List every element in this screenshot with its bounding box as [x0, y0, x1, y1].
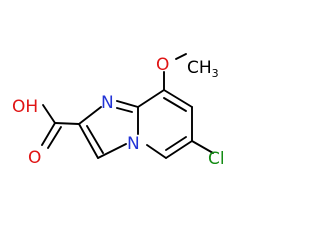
methyl-subscript: 3 — [212, 67, 219, 80]
hydroxyl-label: OH — [12, 97, 38, 117]
hydroxyl-oxygen-label: O — [12, 97, 25, 117]
chlorine-label: Cl — [208, 149, 225, 169]
bond-carboxyl-carbonyl-a — [41, 122, 56, 146]
bridgehead-nitrogen-label: N — [127, 134, 140, 154]
bond-carboxyl-hydroxyl — [42, 104, 56, 124]
bond-c6-c5-inner — [165, 136, 187, 151]
methyl-label: CH3 — [187, 58, 219, 80]
bond-c2-c3 — [78, 123, 99, 159]
atom-labels: OH O N N O CH3 Cl — [12, 55, 225, 169]
bond-carboxyl-carbonyl-b — [47, 126, 62, 149]
methoxy-oxygen-label: O — [156, 55, 169, 75]
bond-c8a-c8 — [137, 89, 165, 108]
bond-c2-c3-inner — [86, 125, 104, 154]
hydroxyl-hydrogen-label: H — [25, 97, 38, 117]
bond-c8a-n1 — [116, 100, 139, 108]
imidazole-nitrogen-label: N — [101, 93, 114, 113]
bond-c5-n4 — [146, 144, 167, 159]
bond-c3-n4 — [97, 143, 127, 159]
chlorine-l-letter: l — [220, 149, 225, 169]
bond-c8-c7-inner — [163, 97, 187, 112]
bond-c6-chlorine — [191, 140, 214, 154]
bond-c8a-n1-inner — [116, 107, 133, 113]
molecule-structure: OH O N N O CH3 Cl — [12, 53, 225, 169]
methyl-hydrogen-label: H — [199, 58, 212, 78]
bond-lines — [41, 53, 214, 159]
bond-c6-c5 — [165, 140, 193, 159]
carbonyl-oxygen-label: O — [28, 148, 41, 168]
chlorine-c-letter: C — [208, 149, 220, 169]
bond-c2-carboxyl — [54, 122, 80, 125]
bond-c8-c7 — [163, 89, 193, 108]
bond-methoxy-oxygen-methyl — [175, 53, 187, 60]
methyl-carbon-label: C — [187, 58, 199, 78]
bond-n1-c2 — [78, 106, 102, 125]
